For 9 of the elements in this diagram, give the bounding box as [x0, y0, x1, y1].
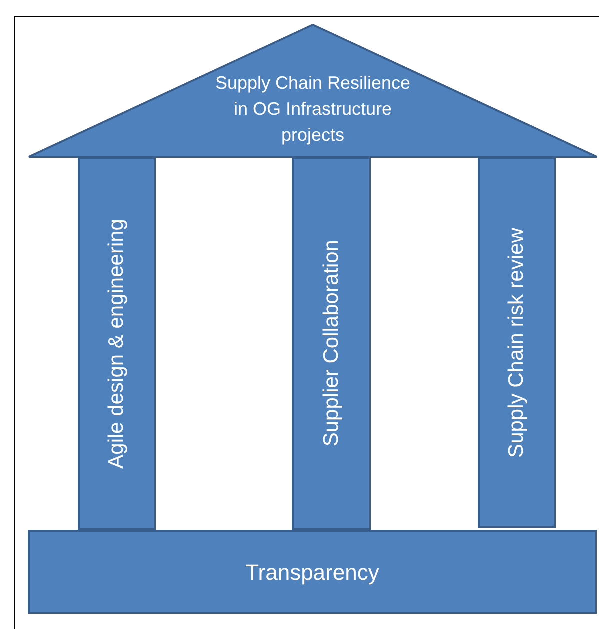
pillar-label: Supplier Collaboration: [318, 240, 344, 447]
roof-title: Supply Chain Resilience in OG Infrastructure projects: [214, 72, 412, 147]
pillar-label: Agile design & engineering: [104, 218, 130, 468]
pillar-label: Supply Chain risk review: [504, 228, 530, 458]
pillar: [78, 157, 156, 530]
foundation-label: Transparency: [246, 558, 380, 587]
foundation-block: [28, 530, 597, 614]
pillar: [478, 157, 556, 528]
pillar: [292, 157, 371, 530]
